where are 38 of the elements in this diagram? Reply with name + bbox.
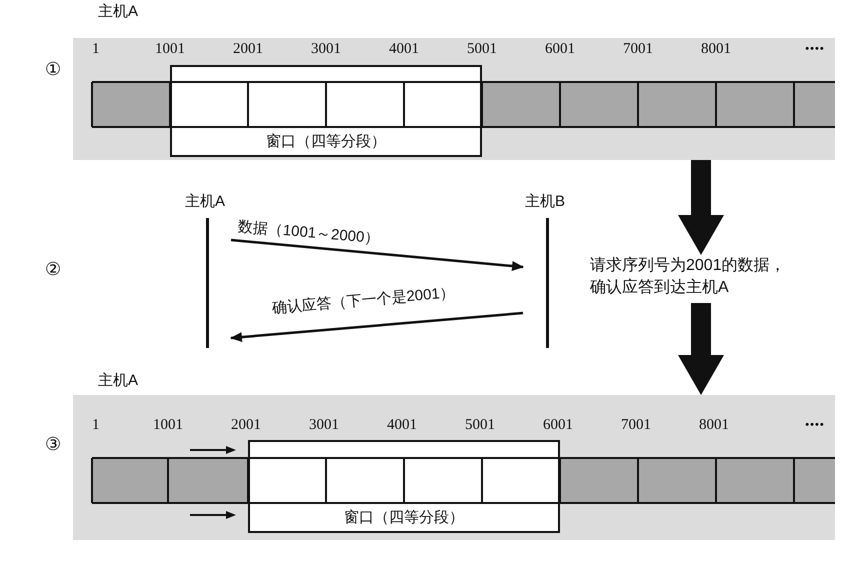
block-arrow (678, 303, 724, 395)
window-frame (170, 65, 482, 157)
axis-number: 8001 (701, 40, 731, 58)
step-number: ① (45, 61, 62, 79)
axis-number: 5001 (467, 40, 497, 58)
edge-label: 确认应答（下一个是2001） (271, 284, 456, 318)
note-text: 请求序列号为2001的数据，确认应答到达主机A (590, 256, 787, 298)
axis-number: 4001 (387, 416, 417, 434)
axis-number: 2001 (233, 40, 263, 58)
step-number: ③ (45, 436, 62, 454)
axis-number: 5001 (465, 416, 495, 434)
axis-number: 8001 (699, 416, 729, 434)
edge-label: 数据（1001～2000） (237, 218, 380, 248)
axis-number: 1 (92, 416, 100, 434)
host-label: 主机A (185, 193, 226, 211)
block-arrow (678, 160, 724, 255)
window-label: 窗口（四等分段） (343, 509, 465, 527)
axis-number: 3001 (311, 40, 341, 58)
axis-number: 1001 (155, 40, 185, 58)
axis-number: 4001 (389, 40, 419, 58)
host-label: 主机A (98, 372, 138, 390)
step-number: ② (45, 261, 62, 279)
axis-number: 2001 (231, 416, 261, 434)
axis-number: 7001 (623, 40, 653, 58)
axis-number: 6001 (545, 40, 575, 58)
message-arrow (230, 312, 524, 342)
host-label: 主机B (525, 193, 566, 211)
ellipsis-text: •••• (805, 418, 825, 433)
window-label: 窗口（四等分段） (265, 133, 387, 151)
axis-number: 1001 (153, 416, 183, 434)
window-frame (248, 440, 560, 533)
axis-number: 6001 (543, 416, 573, 434)
axis-number: 7001 (621, 416, 651, 434)
axis-number: 3001 (309, 416, 339, 434)
axis-number: 1 (92, 40, 100, 58)
message-arrow (230, 238, 524, 271)
host-label: 主机A (98, 3, 138, 21)
ellipsis-text: •••• (805, 42, 825, 57)
